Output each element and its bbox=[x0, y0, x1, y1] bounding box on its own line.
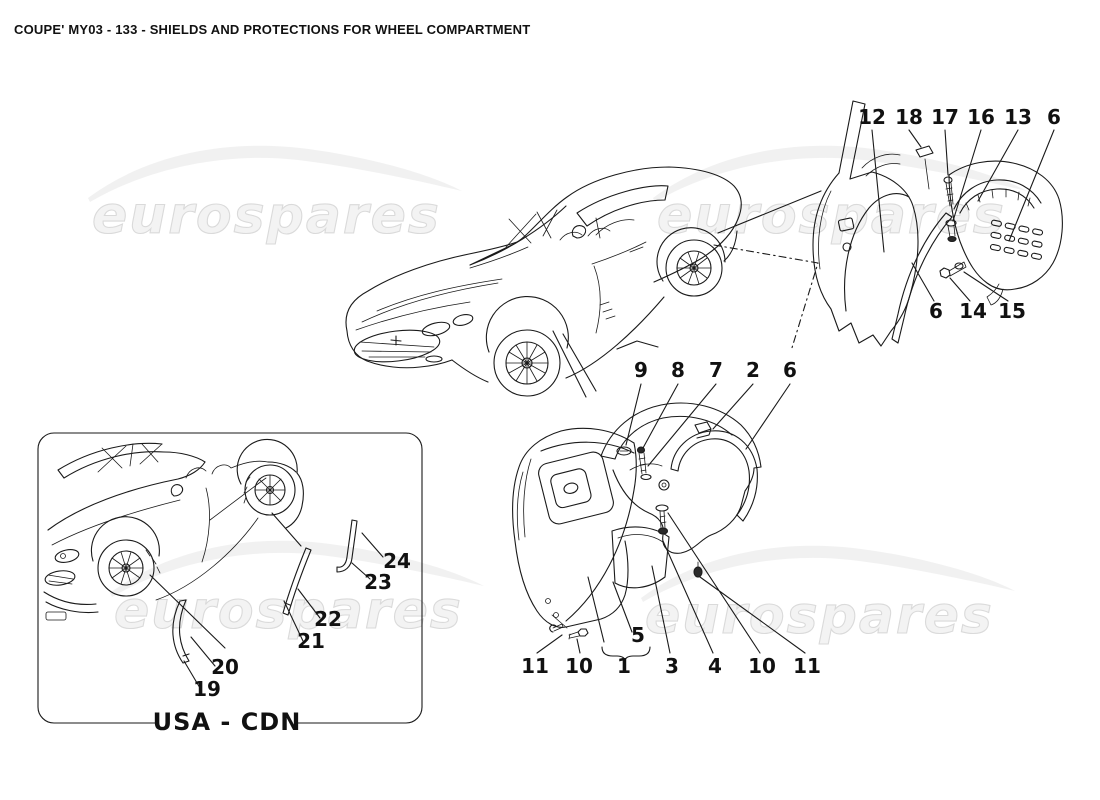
region-label-usa-cdn: USA - CDN bbox=[153, 708, 302, 736]
callout-22[interactable]: 22 bbox=[314, 607, 342, 631]
callout-14[interactable]: 14 bbox=[959, 299, 987, 323]
callout-10[interactable]: 10 bbox=[565, 654, 593, 678]
callout-19[interactable]: 19 bbox=[193, 677, 221, 701]
rear-wheelhouse-parts bbox=[812, 100, 1063, 347]
callout-18[interactable]: 18 bbox=[895, 105, 923, 129]
callout-4[interactable]: 4 bbox=[708, 654, 722, 678]
main-car-front-wheel bbox=[493, 329, 561, 397]
callout-3[interactable]: 3 bbox=[665, 654, 679, 678]
callout-11[interactable]: 11 bbox=[521, 654, 549, 678]
callout-23[interactable]: 23 bbox=[364, 570, 392, 594]
callout-6b[interactable]: 6 bbox=[929, 299, 943, 323]
main-car-drawing bbox=[345, 166, 822, 398]
main-car-rear-wheel bbox=[665, 239, 723, 297]
watermark-text: eurospares bbox=[114, 581, 463, 641]
callout-6[interactable]: 6 bbox=[1047, 105, 1061, 129]
assembly-brace bbox=[601, 646, 651, 662]
pointer-line-rear bbox=[717, 190, 822, 234]
callout-6c[interactable]: 6 bbox=[783, 358, 797, 382]
callout-1[interactable]: 1 bbox=[617, 654, 631, 678]
fastener-washer-7 bbox=[640, 473, 652, 481]
watermark-swoosh bbox=[88, 145, 462, 202]
front-wheelhouse-parts bbox=[512, 402, 762, 640]
callout-24[interactable]: 24 bbox=[383, 549, 411, 573]
fastener-bolt-14-15 bbox=[939, 261, 967, 279]
page-title: COUPE' MY03 - 133 - SHIELDS AND PROTECTI… bbox=[14, 22, 531, 37]
callout-21[interactable]: 21 bbox=[297, 629, 325, 653]
callouts: 12 18 17 16 13 6 6 14 15 9 8 7 2 6 5 11 … bbox=[193, 105, 1061, 701]
leader-lines-front-group-bottom bbox=[536, 512, 806, 654]
inset-strip-21-22 bbox=[282, 547, 312, 616]
callout-15[interactable]: 15 bbox=[998, 299, 1026, 323]
watermark-top-left: eurospares bbox=[88, 145, 462, 247]
watermark-swoosh bbox=[110, 540, 484, 597]
fastener-grommet-9 bbox=[616, 446, 632, 456]
callout-5[interactable]: 5 bbox=[631, 623, 645, 647]
callout-7[interactable]: 7 bbox=[709, 358, 723, 382]
fastener-plug bbox=[693, 561, 703, 578]
watermark-swoosh bbox=[641, 545, 1015, 602]
region-label-backing bbox=[158, 710, 296, 734]
fastener-screw-8 bbox=[636, 446, 652, 481]
watermark-bottom-left: eurospares bbox=[110, 540, 484, 642]
callout-13[interactable]: 13 bbox=[1004, 105, 1032, 129]
inset-strip-23-24 bbox=[336, 519, 358, 573]
pointer-line-front bbox=[552, 330, 659, 398]
pointer-line-dashed bbox=[713, 244, 819, 352]
grille bbox=[353, 329, 441, 363]
liner-access-panel bbox=[538, 451, 614, 525]
leader-lines-front-group-top bbox=[625, 383, 791, 467]
headlight bbox=[421, 321, 451, 337]
fastener-screw-11 bbox=[549, 623, 564, 633]
fastener-clip-18 bbox=[915, 145, 934, 190]
callout-16[interactable]: 16 bbox=[967, 105, 995, 129]
fastener-screw-17 bbox=[943, 176, 954, 207]
fastener-rivet-16 bbox=[945, 219, 957, 243]
callout-9[interactable]: 9 bbox=[634, 358, 648, 382]
leader-lines-rear-group bbox=[871, 129, 1055, 302]
inset-car-drawing bbox=[43, 438, 304, 649]
inset-rear-wheel bbox=[244, 464, 296, 516]
watermark-bottom-right: eurospares bbox=[641, 545, 1015, 647]
callout-17[interactable]: 17 bbox=[931, 105, 959, 129]
callout-8[interactable]: 8 bbox=[671, 358, 685, 382]
inset-strip-19-20 bbox=[172, 599, 190, 664]
watermark-swoosh bbox=[653, 145, 1027, 202]
inset-front-wheel bbox=[97, 539, 155, 597]
fastener-bolt-10 bbox=[568, 628, 589, 640]
fastener-bolt-3-4 bbox=[655, 504, 669, 535]
callout-10b[interactable]: 10 bbox=[748, 654, 776, 678]
callout-2[interactable]: 2 bbox=[746, 358, 760, 382]
leader-lines-inset bbox=[183, 532, 384, 689]
callout-12[interactable]: 12 bbox=[858, 105, 886, 129]
callout-11b[interactable]: 11 bbox=[793, 654, 821, 678]
callout-20[interactable]: 20 bbox=[211, 655, 239, 679]
watermark-text: eurospares bbox=[645, 586, 994, 646]
watermark-top-right: eurospares bbox=[653, 145, 1027, 247]
watermark-text: eurospares bbox=[92, 186, 441, 246]
vent-slots bbox=[989, 219, 1044, 260]
